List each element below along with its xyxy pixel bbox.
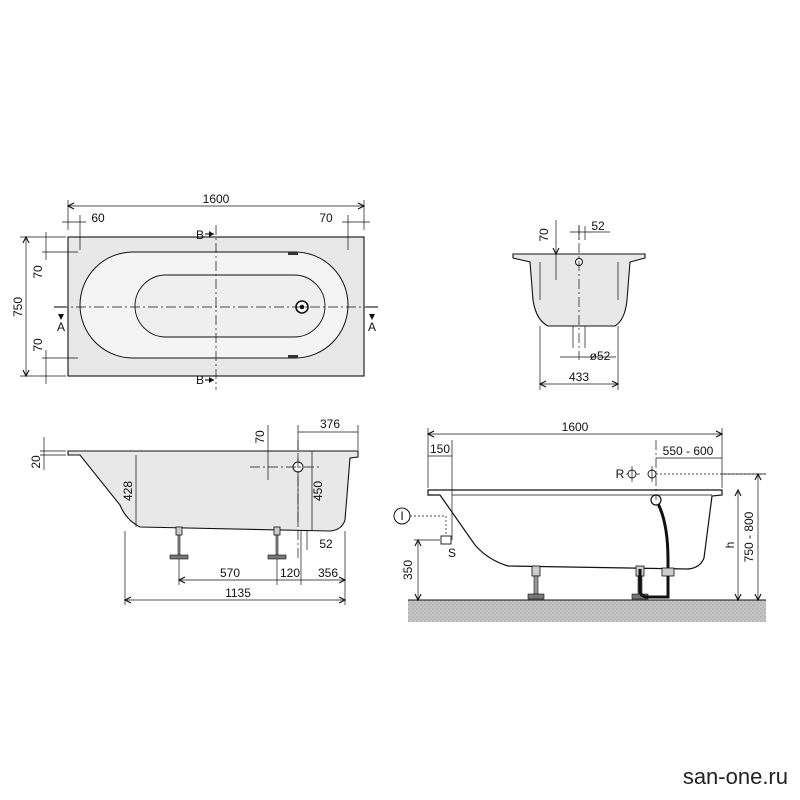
dim-length-top: 1600 — [203, 192, 230, 206]
dim-height: 450 — [311, 481, 325, 501]
label-i: I — [400, 509, 403, 523]
dim-rim-bottom: 70 — [31, 338, 45, 352]
section-a-right: A — [368, 320, 376, 334]
leg-right — [267, 526, 287, 560]
overflow-slot-bottom — [288, 355, 298, 358]
install-leg-left — [527, 565, 545, 600]
overflow-slot-top — [288, 252, 298, 255]
section-a-left: A — [57, 320, 65, 334]
tub-cross-section — [512, 253, 646, 327]
top-view: 1600 60 70 750 70 70 A A B B — [11, 192, 378, 390]
dim-drain-offset: 52 — [319, 537, 333, 551]
floor — [408, 600, 766, 622]
tub-install-profile — [427, 489, 723, 570]
dim-rim-left: 60 — [91, 211, 105, 225]
dim-overflow-position: 550 - 600 — [663, 444, 714, 458]
leg-left — [169, 526, 189, 560]
dim-depth: 428 — [121, 481, 135, 501]
side-section-view: 20 428 70 376 450 52 570 120 356 1135 — [29, 417, 359, 605]
dim-rim-height: 750 - 800 — [742, 511, 756, 562]
tub-side-profile — [67, 450, 359, 532]
dim-side-overflow-height: 70 — [253, 430, 267, 444]
installation-view: 1600 150 550 - 600 R I S 350 h — [393, 420, 766, 622]
dim-install-length: 1600 — [562, 420, 589, 434]
dim-rim-top: 70 — [31, 265, 45, 279]
dim-width: 750 — [11, 297, 25, 317]
dim-rim-thickness: 20 — [29, 455, 43, 469]
label-s: S — [448, 546, 456, 560]
dim-rim-offset: 150 — [430, 442, 450, 456]
dim-overflow-distance: 376 — [320, 417, 340, 431]
section-b-top: B — [196, 228, 204, 242]
dim-leg-spacing: 570 — [220, 566, 240, 580]
dim-end-overflow-offset: 52 — [591, 219, 605, 233]
dim-drain-distance: 356 — [318, 566, 338, 580]
dim-rim-right: 70 — [319, 211, 333, 225]
tub-basin-bottom — [134, 274, 326, 338]
watermark: san-one.ru — [682, 764, 788, 789]
dim-leg-offset: 120 — [280, 566, 300, 580]
section-b-bottom: B — [196, 373, 204, 387]
dim-floor-height: 350 — [401, 560, 415, 580]
label-h: h — [723, 542, 737, 549]
end-section-view: 70 52 ø52 433 — [512, 219, 646, 390]
label-r: R — [616, 467, 625, 481]
socket-box — [440, 535, 452, 545]
dim-drain-diameter: ø52 — [590, 349, 611, 363]
dim-total-leg-span: 1135 — [225, 586, 251, 600]
dim-end-overflow-height: 70 — [537, 228, 551, 242]
dim-base-width: 433 — [569, 370, 589, 384]
drain-siphon — [638, 569, 670, 599]
